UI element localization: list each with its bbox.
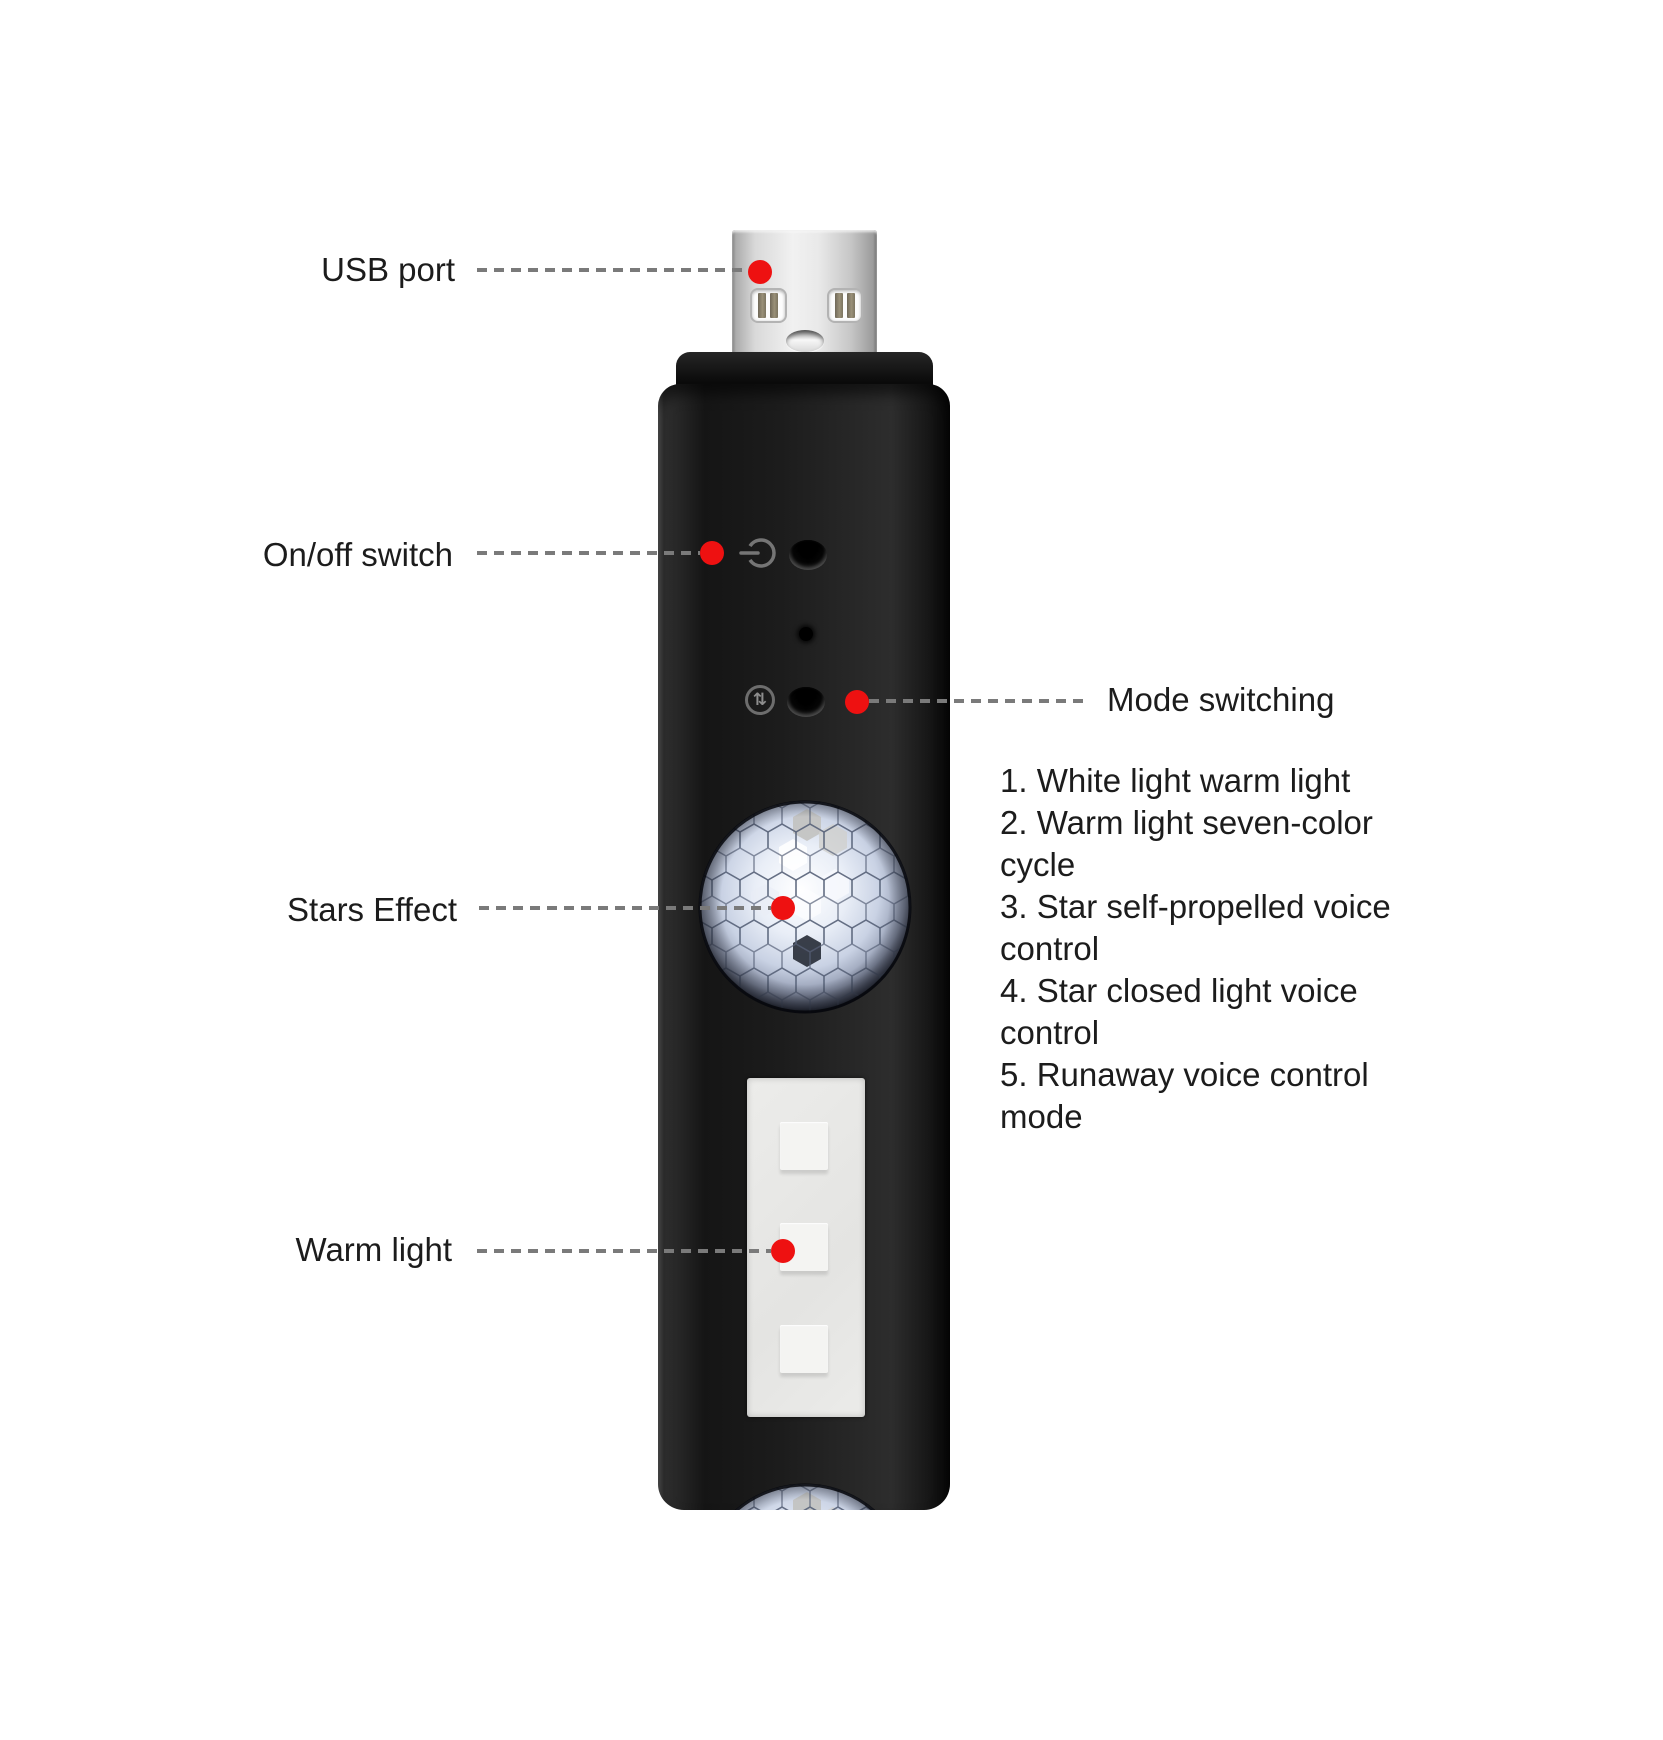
usb-slot <box>827 288 863 323</box>
warm-light-led <box>780 1325 828 1373</box>
mode-switching-label: Mode switching <box>1107 681 1335 718</box>
warm-light-label: Warm light <box>295 1231 452 1268</box>
microphone-hole <box>799 627 813 641</box>
leader-line-mode <box>869 699 1090 703</box>
warm-light-panel <box>747 1078 865 1417</box>
marker-dot-usb <box>748 260 772 284</box>
usb-connector <box>732 230 877 356</box>
device-body: ⇅ <box>658 384 950 1510</box>
leader-line-usb <box>477 268 744 272</box>
leader-line-onoff <box>477 551 700 555</box>
warm-light-led <box>780 1122 828 1170</box>
power-icon <box>739 538 776 568</box>
mode-icon-glyph: ⇅ <box>752 689 768 710</box>
usb-pin <box>758 293 766 318</box>
stars-effect-label: Stars Effect <box>287 891 457 928</box>
usb-pin <box>770 293 778 318</box>
mode-list-item: 5. Runaway voice control mode <box>1000 1056 1369 1135</box>
mode-list-item: 3. Star self-propelled voice control <box>1000 888 1391 967</box>
usb-pin <box>835 293 843 318</box>
star-effect-ball-bottom <box>734 1483 876 1510</box>
marker-dot-stars <box>771 896 795 920</box>
leader-line-stars <box>479 906 771 910</box>
mode-list: 1. White light warm light 2. Warm light s… <box>1000 760 1400 1138</box>
leader-line-warm <box>477 1249 771 1253</box>
device-cap <box>676 352 933 390</box>
swap-vertical-arrows-icon: ⇅ <box>745 685 775 715</box>
mode-list-item: 4. Star closed light voice control <box>1000 972 1358 1051</box>
mode-button <box>787 687 825 717</box>
usb-port-label: USB port <box>321 251 455 288</box>
usb-connector-notch <box>786 330 824 352</box>
star-effect-ball <box>698 800 912 1014</box>
usb-slot <box>750 288 787 323</box>
marker-dot-warm <box>771 1239 795 1263</box>
mode-list-item: 2. Warm light seven-color cycle <box>1000 804 1373 883</box>
marker-dot-onoff <box>700 541 724 565</box>
on-off-switch-label: On/off switch <box>262 536 453 573</box>
usb-pin <box>847 293 855 318</box>
on-off-button <box>789 540 827 570</box>
mode-list-item: 1. White light warm light <box>1000 762 1351 799</box>
marker-dot-mode <box>845 690 869 714</box>
